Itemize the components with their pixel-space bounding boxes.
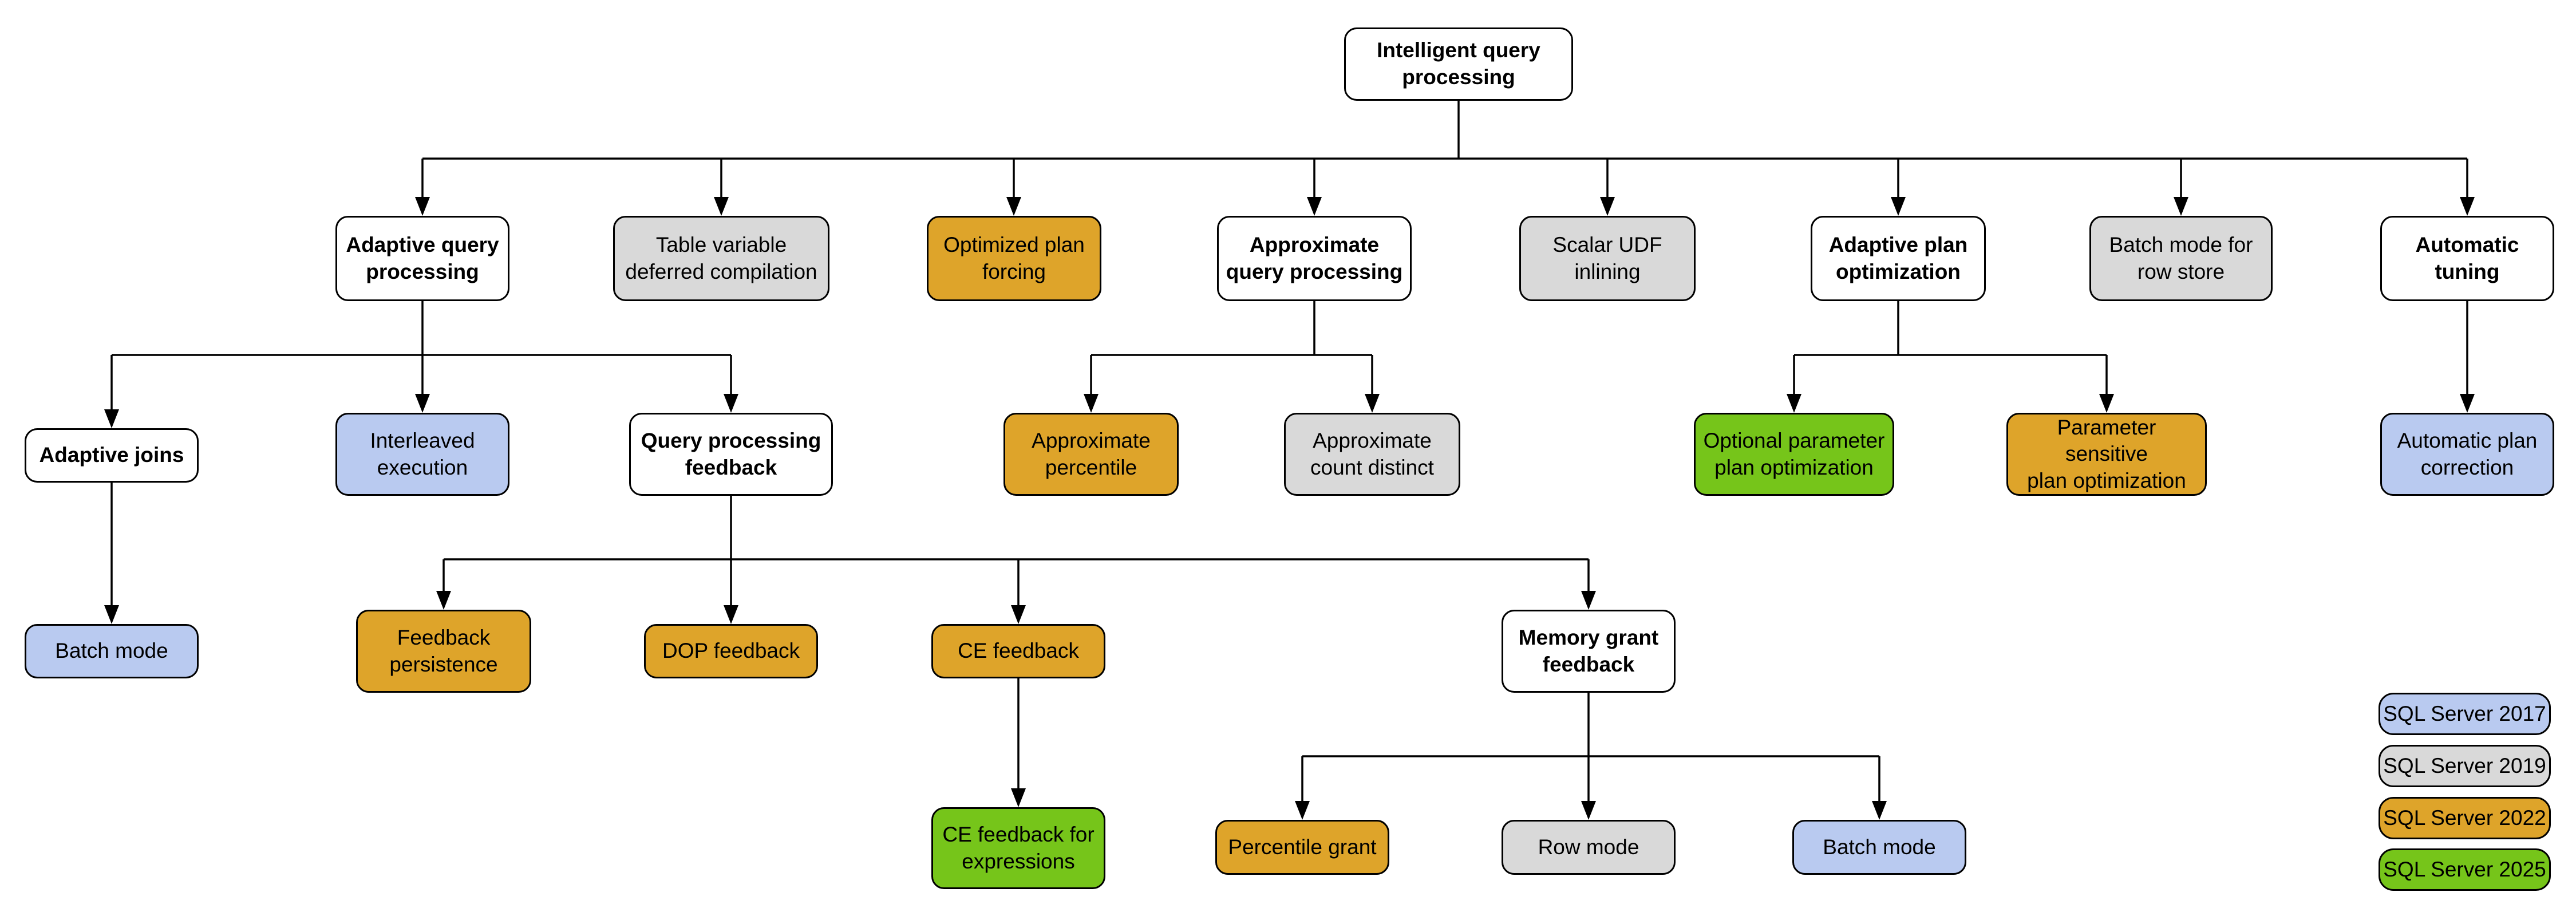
node-optimized-plan-forcing: Optimized plan forcing <box>927 216 1101 301</box>
arrowhead-icon <box>1581 801 1596 820</box>
arrowhead-icon <box>1787 394 1801 413</box>
node-optional-parameter-plan-optimization: Optional parameter plan optimization <box>1694 413 1894 496</box>
node-approximate-percentile: Approximate percentile <box>1003 413 1179 496</box>
node-batch-mode-adaptive-joins: Batch mode <box>25 624 199 678</box>
legend-item-sql-server-2025: SQL Server 2025 <box>2379 848 2551 891</box>
node-batch-mode-memory-grant: Batch mode <box>1792 820 1966 875</box>
node-memory-grant-feedback: Memory grant feedback <box>1502 610 1676 693</box>
arrowhead-icon <box>1295 801 1310 820</box>
arrowhead-icon <box>415 394 430 413</box>
arrowhead-icon <box>1581 591 1596 610</box>
arrowhead-icon <box>2174 197 2188 216</box>
arrowhead-icon <box>1365 394 1380 413</box>
arrowhead-icon <box>724 394 738 413</box>
node-automatic-tuning: Automatic tuning <box>2380 216 2554 301</box>
arrowhead-icon <box>104 605 119 624</box>
arrowhead-icon <box>1011 605 1026 624</box>
node-table-variable-deferred-compilation: Table variable deferred compilation <box>613 216 829 301</box>
arrowhead-icon <box>1872 801 1887 820</box>
node-adaptive-query-processing: Adaptive query processing <box>335 216 509 301</box>
arrowhead-icon <box>1600 197 1615 216</box>
legend-item-sql-server-2017: SQL Server 2017 <box>2379 693 2551 735</box>
arrowhead-icon <box>1006 197 1021 216</box>
arrowhead-icon <box>104 409 119 428</box>
node-dop-feedback: DOP feedback <box>644 624 818 678</box>
node-row-mode: Row mode <box>1502 820 1676 875</box>
arrowhead-icon <box>2460 197 2475 216</box>
node-batch-mode-for-row-store: Batch mode for row store <box>2089 216 2273 301</box>
node-parameter-sensitive-plan-optimization: Parameter sensitive plan optimization <box>2006 413 2207 496</box>
node-query-processing-feedback: Query processing feedback <box>629 413 833 496</box>
node-feedback-persistence: Feedback persistence <box>356 610 531 693</box>
legend-item-sql-server-2022: SQL Server 2022 <box>2379 797 2551 839</box>
node-ce-feedback-for-expressions: CE feedback for expressions <box>931 807 1105 889</box>
node-adaptive-plan-optimization: Adaptive plan optimization <box>1811 216 1986 301</box>
arrowhead-icon <box>415 197 430 216</box>
arrowhead-icon <box>724 605 738 624</box>
arrowhead-icon <box>1891 197 1906 216</box>
node-approximate-count-distinct: Approximate count distinct <box>1284 413 1460 496</box>
arrowhead-icon <box>1084 394 1099 413</box>
arrowhead-icon <box>2460 394 2475 413</box>
arrowhead-icon <box>436 591 451 610</box>
node-ce-feedback: CE feedback <box>931 624 1105 678</box>
legend-item-sql-server-2019: SQL Server 2019 <box>2379 745 2551 787</box>
node-percentile-grant: Percentile grant <box>1215 820 1389 875</box>
node-scalar-udf-inlining: Scalar UDF inlining <box>1519 216 1696 301</box>
node-intelligent-query-processing: Intelligent query processing <box>1344 27 1573 101</box>
node-automatic-plan-correction: Automatic plan correction <box>2380 413 2554 496</box>
arrowhead-icon <box>714 197 729 216</box>
arrowhead-icon <box>1011 788 1026 807</box>
arrowhead-icon <box>1307 197 1322 216</box>
node-interleaved-execution: Interleaved execution <box>335 413 509 496</box>
node-approximate-query-processing: Approximate query processing <box>1217 216 1412 301</box>
arrowhead-icon <box>2099 394 2114 413</box>
node-adaptive-joins: Adaptive joins <box>25 428 199 483</box>
